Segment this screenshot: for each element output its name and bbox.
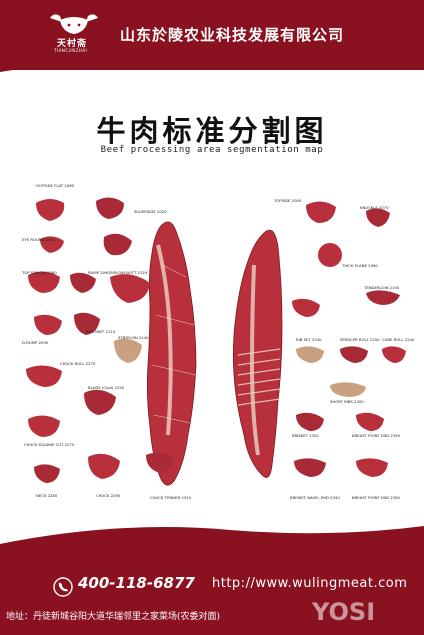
cut-label-neck: NECK 2280 <box>36 493 58 498</box>
right-carcass <box>232 229 283 478</box>
cut-label-blade: BLADE (Clod) 2250 <box>88 385 125 390</box>
cut-label-chuck-tender: CHUCK TENDER 2310 <box>150 495 192 500</box>
phone-icon <box>53 577 73 597</box>
cut-label-striploin: STRIPLOIN 2140 <box>118 335 149 340</box>
cut-label-silverside: SILVERSIDE 2020 <box>134 209 167 214</box>
cut-label-rump: RUMP 2090 <box>88 270 110 275</box>
logo-subtext: TIANCUNZHAI <box>54 48 88 53</box>
cut-label-breast-point-end: BREAST POINT END 2330 <box>352 433 400 438</box>
cut-label-chuck-roll: CHUCK ROLL 2270 <box>60 361 96 366</box>
cut-label-topside: TOPSIDE 2000 <box>274 198 302 203</box>
cut-label-sirloin-butt: SIRLOIN BUTT 2120 <box>110 270 148 275</box>
cut-label-brisket-navel-end: BRISKET NAVEL END 2340 <box>290 495 340 500</box>
cut-label-cube-roll: CUBE ROLL 2240 <box>382 337 415 342</box>
diagram-art <box>26 197 406 486</box>
address: 地址：丹徒新城谷阳大道华瑞邻里之家菜场(农委对面) <box>6 612 221 622</box>
header-wave <box>0 48 424 72</box>
page-subtitle: Beef processing area segmentation map <box>100 145 324 155</box>
website-url[interactable]: http://www.wulingmeat.com <box>212 576 408 591</box>
cut-label-breast-point-end-2: BREAST POINT END 2350 <box>352 495 400 500</box>
cut-label-short-ribs: SHORT RIBS 2300 <box>330 399 364 404</box>
cut-label-thick-flank: THICK FLANK 2060 <box>342 263 378 268</box>
phone-number: 400-118-6877 <box>78 574 195 592</box>
cut-label-chuck: CHUCK 2290 <box>96 493 121 498</box>
cut-label-d-rump: D-RUMP 2090 <box>22 340 49 345</box>
page-title: 牛肉标准分割图 <box>96 114 328 148</box>
cut-thumbnails-right <box>292 201 406 477</box>
footer-wave <box>0 526 424 635</box>
cut-label-rib-set: RIB SET 2240 <box>296 337 322 342</box>
cut-label-top-sirloin: TOP SIRLOIN 2080 <box>22 270 57 275</box>
company-name: 山东於陵农业科技发展有限公司 <box>120 26 345 44</box>
logo-text: 天村斋 <box>57 39 88 49</box>
footer-banner <box>0 520 424 635</box>
cut-label-eye-round: EYE ROUND 2040 <box>22 237 56 242</box>
cut-label-brisket: BRISKET 2320 <box>292 433 319 438</box>
segmentation-diagram: OUTSIDE FLAT 2080 EYE ROUND 2040 TOP SIR… <box>0 165 424 510</box>
cut-label-rostbiff: ROSTBIFF 2110 <box>86 329 116 334</box>
watermark: YOSI <box>312 598 376 626</box>
cut-label-spencer-roll: SPENCER ROLL 2250 <box>340 337 380 342</box>
cut-thumbnails-left <box>26 197 174 483</box>
cut-label-tenderloin: TENDERLOIN 2150 <box>364 285 400 290</box>
cut-label-chuck-square-cut: CHUCK SQUARE CUT 2270 <box>24 442 75 447</box>
cut-label-outside-flat: OUTSIDE FLAT 2080 <box>36 183 75 188</box>
cut-label-knuckle: KNUCKLE 2070 <box>360 205 389 210</box>
bull-logo-icon <box>50 14 98 34</box>
